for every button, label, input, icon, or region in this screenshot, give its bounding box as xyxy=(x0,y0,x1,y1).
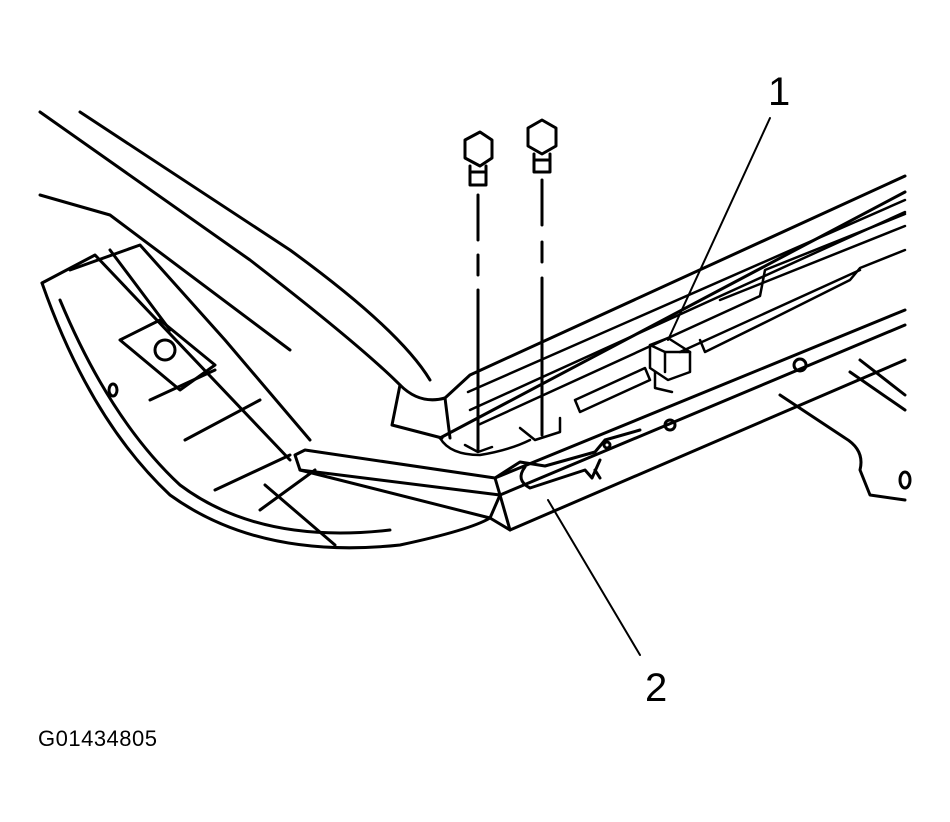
callout-label-2: 2 xyxy=(645,666,668,710)
right-bracket xyxy=(778,358,912,502)
callout-label-1: 1 xyxy=(768,70,791,114)
mounting-bracket xyxy=(438,366,652,457)
retainer-clip xyxy=(648,336,692,394)
frame-skid xyxy=(38,193,492,550)
figure-id: G01434805 xyxy=(38,726,158,751)
step-bar xyxy=(293,448,512,532)
bolt-left xyxy=(463,130,494,452)
leader-lines xyxy=(547,117,771,656)
side-rail xyxy=(466,198,907,427)
bolt-right xyxy=(526,118,558,437)
